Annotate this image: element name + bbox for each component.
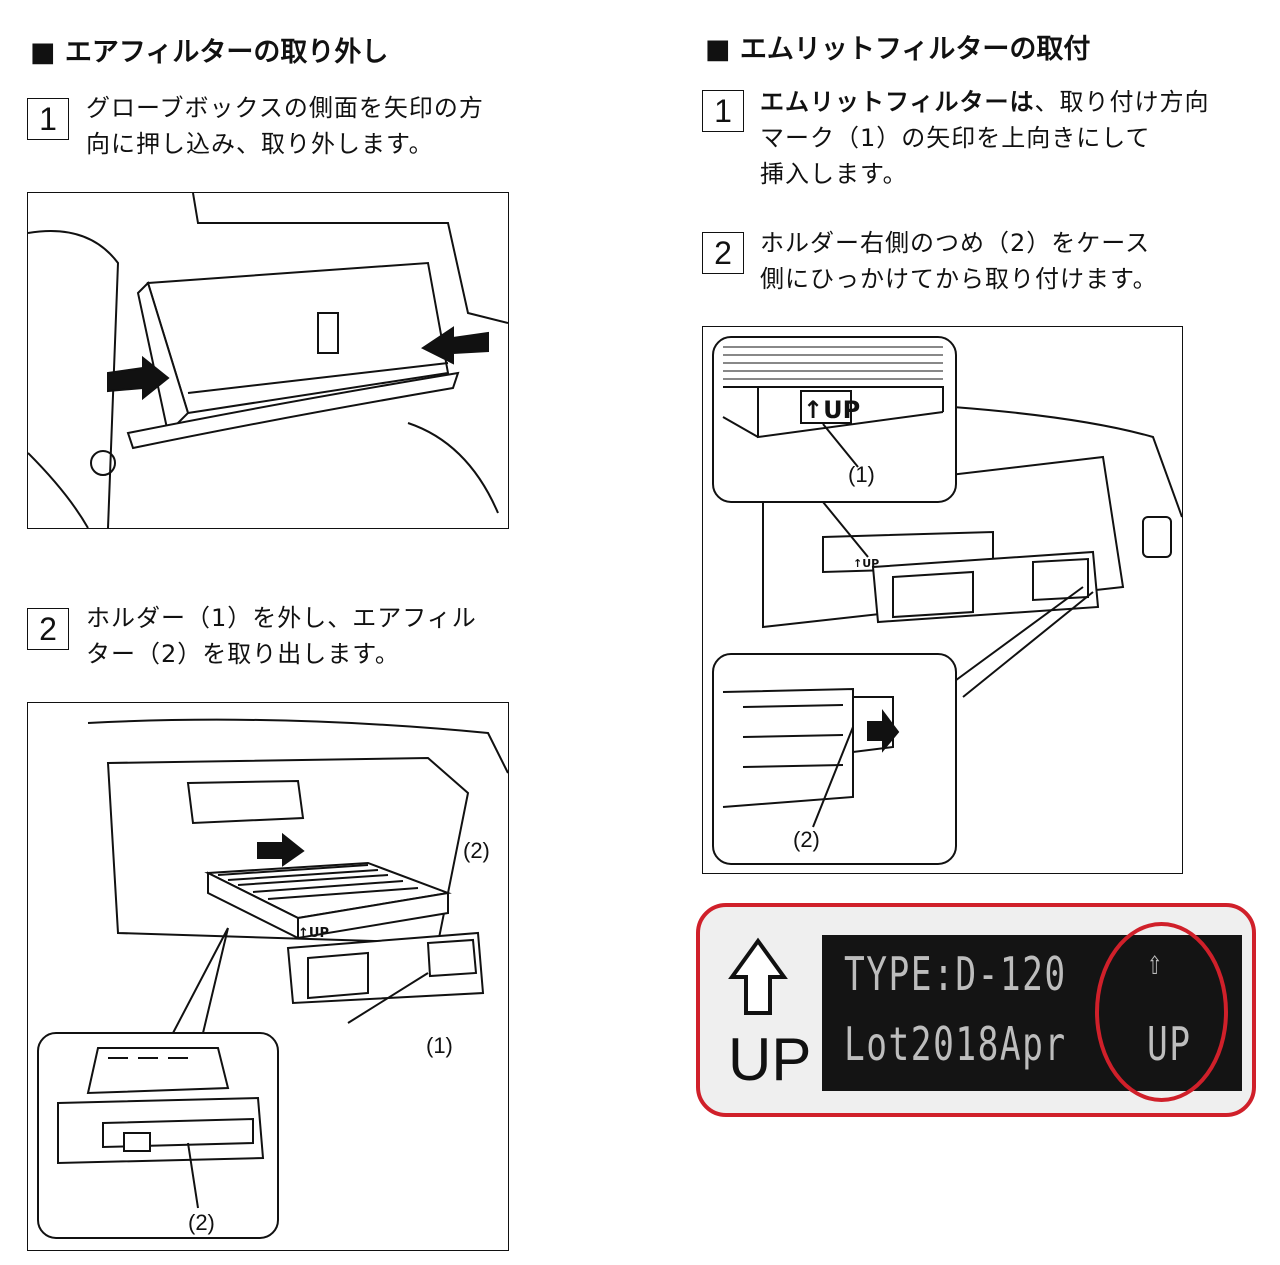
section-heading-removal: ■ エアフィルターの取り外し (30, 37, 389, 68)
step-number: 2 (702, 232, 744, 274)
label-inset-2: (2) (188, 1210, 215, 1235)
step-line: マーク（1）の矢印を上向きにして (760, 124, 1151, 152)
up-mark-large: ↑UP (803, 396, 860, 424)
step-line: グローブボックスの側面を矢印の方 (86, 94, 484, 122)
step-text: ホルダー（1）を外し、エアフィル ター（2）を取り出します。 (86, 600, 477, 672)
up-caption: UP (728, 1026, 812, 1093)
up-mark: ↑UP (298, 926, 329, 941)
label-holder-1: (1) (426, 1033, 453, 1058)
highlight-circle (1095, 922, 1228, 1102)
step-line: 向に押し込み、取り外します。 (86, 130, 434, 158)
step-number: 2 (27, 608, 69, 650)
step-text: ホルダー右側のつめ（2）をケース 側にひっかけてから取り付けます。 (760, 225, 1158, 297)
step-text: グローブボックスの側面を矢印の方 向に押し込み、取り外します。 (86, 90, 484, 162)
step-line: ター（2）を取り出します。 (86, 640, 400, 668)
step-line: 挿入します。 (760, 160, 908, 188)
step-line: 側にひっかけてから取り付けます。 (760, 265, 1158, 293)
section-heading-install: ■ エムリットフィルターの取付 (705, 34, 1091, 65)
up-mark-small: ↑UP (853, 557, 879, 570)
step-text: エムリットフィルターは、取り付け方向 マーク（1）の矢印を上向きにして 挿入しま… (760, 84, 1210, 192)
step-line: ホルダー（1）を外し、エアフィル (86, 604, 477, 632)
filter-install-illustration: ↑UP (1) (2) ↑UP (702, 326, 1183, 874)
label-claw-2: (2) (793, 827, 820, 852)
step-line: 、取り付け方向 (1034, 88, 1210, 116)
glovebox-illustration (27, 192, 509, 529)
step-number: 1 (27, 98, 69, 140)
label-filter-2: (2) (463, 838, 490, 863)
label-mark-1: (1) (848, 462, 875, 487)
step-line: ホルダー右側のつめ（2）をケース (760, 229, 1151, 257)
up-arrow-icon (728, 937, 788, 1015)
label-lot: Lot2018Apr (844, 1017, 1067, 1071)
label-type: TYPE:D-120 (844, 947, 1067, 1001)
filter-removal-illustration: (2) (1) (2) ↑UP (27, 702, 509, 1251)
step-number: 1 (702, 90, 744, 132)
filter-label-photo-callout: UP TYPE:D-120 Lot2018Apr ⇧ UP (696, 903, 1256, 1117)
product-name: エムリットフィルターは (760, 88, 1035, 116)
